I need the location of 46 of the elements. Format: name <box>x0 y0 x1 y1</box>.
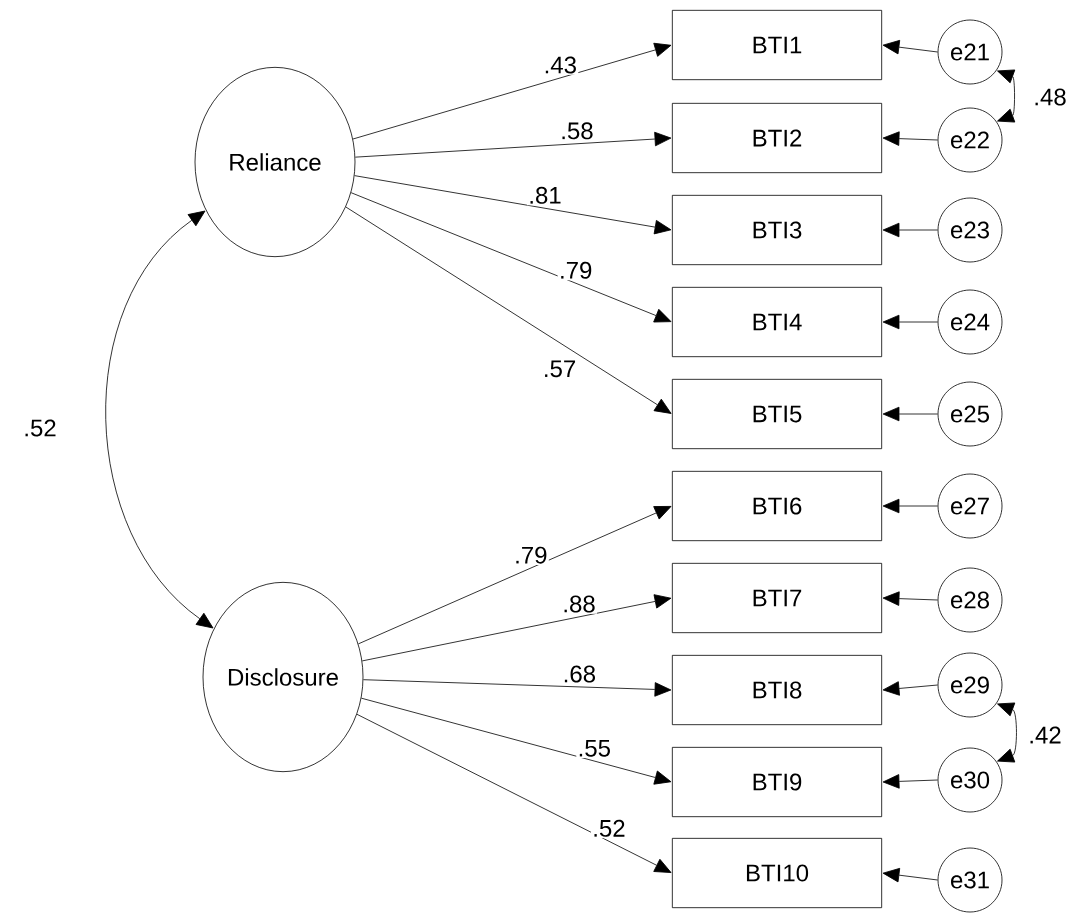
arrow <box>357 506 672 645</box>
arrow <box>882 591 938 606</box>
arrow <box>882 39 938 55</box>
edge-label: .52 <box>22 418 58 438</box>
arrow <box>354 175 672 235</box>
edge-label: .48 <box>1032 87 1068 107</box>
edge-label: .88 <box>561 594 598 614</box>
arrow <box>361 697 672 785</box>
arrow <box>350 192 672 323</box>
arrow <box>882 406 938 422</box>
arrow <box>352 42 672 140</box>
arrow <box>882 774 938 789</box>
arrow <box>882 498 938 514</box>
observed-variable-box: BTI4 <box>671 286 883 358</box>
observed-variable-box: BTI7 <box>671 562 883 634</box>
observed-variable-box: BTI9 <box>671 746 883 818</box>
arrow <box>356 713 672 873</box>
edge-label: .52 <box>590 818 627 839</box>
arrow <box>882 867 938 883</box>
edge-label: .58 <box>558 121 595 141</box>
arrow <box>882 681 938 696</box>
arrow <box>882 222 938 238</box>
edge-label: .57 <box>541 359 578 379</box>
edge-label: .55 <box>576 738 613 758</box>
covariance-arrow <box>997 69 1016 123</box>
edge-label: .79 <box>512 545 549 565</box>
arrow <box>882 131 938 146</box>
arrow <box>345 206 672 414</box>
observed-variable-box: BTI8 <box>671 654 883 726</box>
edge-label: .42 <box>1027 725 1064 745</box>
edge-label: .43 <box>542 55 579 75</box>
arrow <box>362 679 672 697</box>
observed-variable-box: BTI1 <box>671 9 883 81</box>
covariance-arrow <box>997 702 1017 763</box>
arrow <box>354 131 672 158</box>
arrow <box>882 314 938 330</box>
observed-variable-box: BTI5 <box>671 378 883 450</box>
edge-label: .68 <box>561 664 598 684</box>
observed-variable-box: BTI10 <box>671 837 883 909</box>
arrow <box>361 594 672 662</box>
edge-label: .79 <box>557 260 594 281</box>
observed-variable-box: BTI3 <box>671 194 883 266</box>
observed-variable-box: BTI6 <box>671 470 883 542</box>
edge-label: .81 <box>527 185 563 206</box>
observed-variable-box: BTI2 <box>671 102 883 174</box>
covariance-arrow <box>105 210 214 629</box>
